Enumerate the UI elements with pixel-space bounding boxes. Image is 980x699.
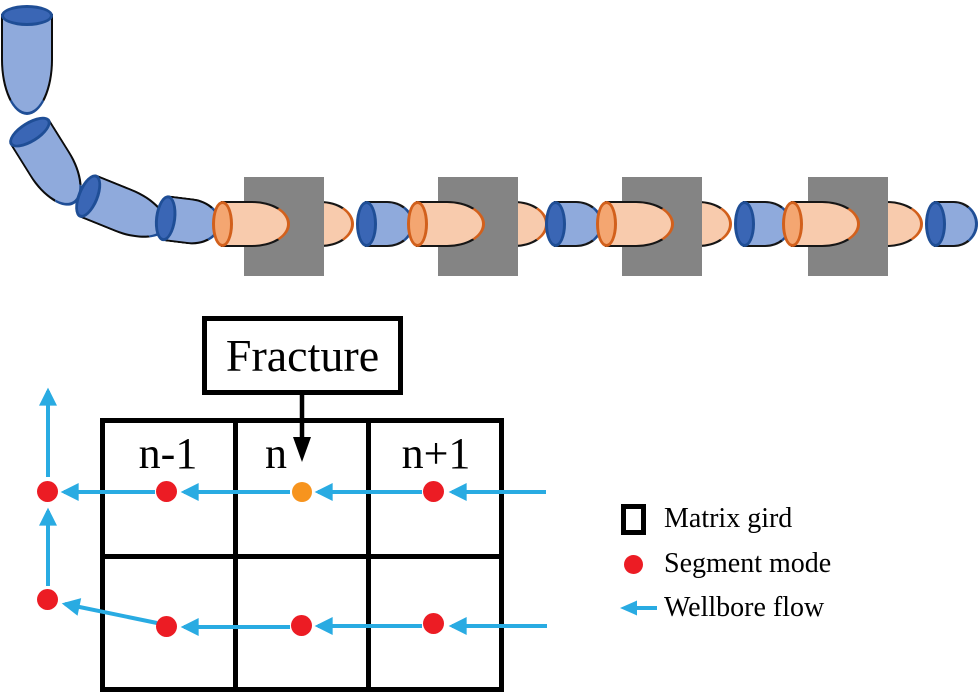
pipe-cap — [1, 5, 53, 26]
legend-item-matrix-grid: Matrix gird — [618, 501, 792, 537]
legend-label-matrix-grid: Matrix gird — [664, 503, 793, 534]
grid-cell-n+1 — [371, 423, 499, 559]
legend-item-segment-node: Segment mode — [618, 546, 831, 582]
segment-node-dot-outer-bottom — [37, 589, 58, 610]
segment-node-dot-n-bottom — [291, 615, 312, 636]
pipe-segment-blue-2 — [545, 201, 603, 247]
pipe-cap — [782, 201, 803, 247]
pipe-segment-orange-enter-3 — [596, 201, 674, 247]
wellbore-flow-arrow-icon — [618, 599, 664, 617]
pipe-segment-blue-4 — [925, 201, 978, 247]
pipe-segment-blue-1 — [356, 201, 414, 247]
fracture-node-dot — [292, 482, 312, 502]
grid-cell-below-n — [238, 559, 371, 687]
segment-node-dot-n+1-bottom — [423, 613, 444, 634]
cell-label-n-1: n-1 — [138, 429, 198, 478]
left-arrow-icon — [620, 600, 657, 616]
pipe-cap — [356, 201, 377, 247]
cell-label-n+1: n+1 — [401, 429, 471, 478]
matrix-grid-square-icon — [618, 503, 664, 535]
segment-node-dot-icon — [618, 554, 664, 574]
square-outline-icon — [621, 503, 646, 535]
segment-node-dot-outer-top — [37, 481, 58, 502]
pipe-body — [791, 201, 860, 247]
pipe-cap — [734, 201, 755, 247]
legend-label-segment-node: Segment mode — [664, 548, 832, 579]
pipe-segment-orange-enter-4 — [782, 201, 860, 247]
segment-node-dot-n-1-top — [156, 481, 177, 502]
pipe-segment-orange-enter-2 — [407, 201, 485, 247]
pipe-cap — [925, 201, 946, 247]
vertical-pipe-segment — [1, 5, 53, 115]
pipe-body — [1, 14, 53, 115]
red-dot-icon — [624, 554, 643, 574]
fracture-label: Fracture — [225, 330, 380, 381]
cell-label-n: n — [265, 429, 287, 478]
fracture-label-box: Fracture — [202, 316, 403, 395]
pipe-cap — [545, 201, 566, 247]
pipe-segment-orange-enter-1 — [212, 201, 290, 247]
grid-cell-below-n-1 — [105, 559, 238, 687]
pipe-cap — [212, 201, 233, 247]
segment-node-dot-n+1-top — [423, 481, 444, 502]
segment-node-dot-n-1-bottom — [156, 616, 177, 637]
pipe-cap — [596, 201, 617, 247]
pipe-cap — [407, 201, 428, 247]
legend-label-wellbore-flow: Wellbore flow — [664, 592, 825, 623]
legend-item-wellbore-flow: Wellbore flow — [618, 590, 824, 626]
